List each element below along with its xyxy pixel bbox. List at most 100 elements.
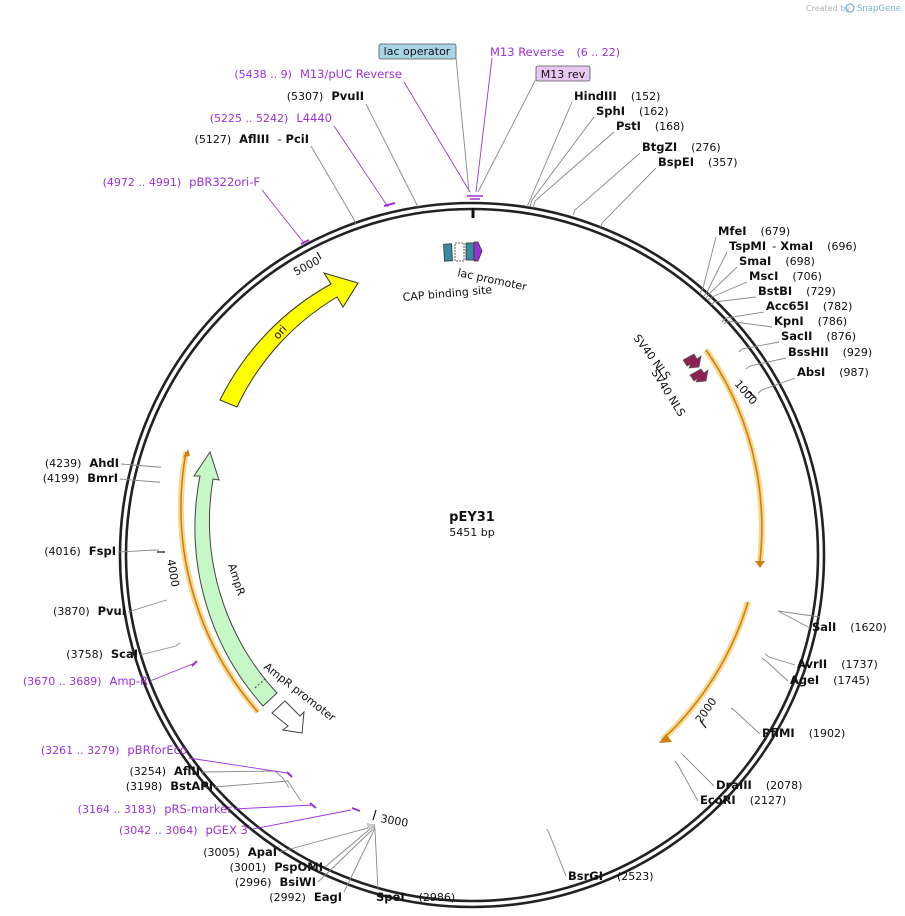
- plasmid-name: pEY31: [449, 510, 495, 525]
- primer-name: L4440: [296, 111, 332, 125]
- enzyme-site-bstbi[interactable]: BstBI(729): [758, 284, 836, 298]
- enzyme-site-hindiii[interactable]: HindIII(152): [574, 89, 660, 103]
- enzyme-site-bmri[interactable]: (4199)BmrI: [43, 471, 118, 485]
- enzyme-leader-draiii: [681, 753, 715, 787]
- primer-site-amp-r[interactable]: (3670 .. 3689)Amp-R: [23, 674, 148, 688]
- enzyme-site-apai[interactable]: (3005)ApaI: [203, 845, 277, 859]
- enzyme-name: BmrI: [87, 471, 118, 485]
- enzyme-name: KpnI: [774, 314, 804, 328]
- enzyme-site-eagi[interactable]: (2992)EagI: [269, 890, 342, 904]
- enzyme-site-smai[interactable]: SmaI(698): [739, 254, 815, 268]
- enzyme-leader-bstapi: [214, 780, 302, 802]
- orf-arc-3[interactable]: [180, 451, 259, 713]
- enzyme-site-psti[interactable]: PstI(168): [616, 119, 684, 133]
- enzyme-position: (3870): [53, 605, 90, 618]
- enzyme-site-pvuii[interactable]: (5307)PvuII: [287, 89, 364, 103]
- enzyme-site-btgzi[interactable]: BtgZI(276): [642, 140, 721, 154]
- enzyme-leader-agei: [761, 657, 789, 682]
- primer-site-prs-marker[interactable]: (3164 .. 3183)pRS-marker: [78, 802, 233, 816]
- enzyme-label-sphi: SphI(162): [596, 104, 669, 118]
- enzyme-name: AflIII: [239, 132, 269, 146]
- primer-mark-l4440: [383, 202, 396, 207]
- primer-leader-l4440: [333, 125, 389, 208]
- enzyme-site-afliii[interactable]: (5127)AflIII-PciI: [195, 132, 309, 146]
- m13-rev-label-box[interactable]: [535, 65, 591, 82]
- enzyme-position: (706): [792, 270, 822, 283]
- primer-site-pbrforeco[interactable]: (3261 .. 3279)pBRforEco: [41, 743, 187, 757]
- enzyme-site-sphi[interactable]: SphI(162): [596, 104, 669, 118]
- enzyme-position: (729): [806, 285, 836, 298]
- enzyme-site-pflmi[interactable]: PflMI(1902): [762, 726, 845, 740]
- enzyme-site-bspei[interactable]: BspEI(357): [658, 155, 738, 169]
- enzyme-leader-pflmi: [730, 707, 761, 735]
- enzyme-position: (4016): [44, 545, 81, 558]
- enzyme-site-pspomi[interactable]: (3001)PspOMI: [230, 860, 323, 874]
- enzyme-site-acc65i[interactable]: Acc65I(782): [766, 299, 852, 313]
- m13-rev-arrow[interactable]: [473, 241, 483, 262]
- primer-site-pgex-3[interactable]: (3042 .. 3064)pGEX 3': [119, 823, 251, 837]
- primer-range: (3164 .. 3183): [78, 803, 157, 816]
- enzyme-site-spei[interactable]: SpeI(2986): [376, 890, 455, 904]
- enzyme-site-msci[interactable]: MscI (706): [749, 269, 822, 283]
- ampr-promoter-arrow[interactable]: [271, 700, 305, 734]
- enzyme-site-pvui[interactable]: (3870)PvuI: [53, 604, 126, 618]
- orf-arc-2[interactable]: [661, 601, 749, 741]
- primer-mark-pbrforeco: [286, 771, 293, 778]
- enzyme-position: (3254): [129, 765, 166, 778]
- ori-arrow[interactable]: [219, 272, 359, 408]
- primer-label-pbr322ori-f: (4972 .. 4991)pBR322ori-F: [103, 175, 260, 189]
- enzyme-leader-smai: [705, 266, 738, 299]
- primer-site-l4440[interactable]: (5225 .. 5242)L4440: [210, 111, 332, 125]
- enzyme-site-sali[interactable]: SalI(1620): [812, 620, 887, 634]
- enzyme-site-bsrgi[interactable]: BsrGI(2523): [568, 869, 654, 883]
- enzyme-leader-ecori: [674, 760, 699, 802]
- primer-site-m13-puc-reverse[interactable]: (5438 .. 9)M13/pUC Reverse: [234, 67, 402, 81]
- enzyme-site-agei[interactable]: AgeI(1745): [790, 673, 870, 687]
- enzyme-label-bsiwi: (2996)BsiWI: [235, 875, 316, 889]
- enzyme-site-tspmi[interactable]: TspMI-XmaI(696): [729, 239, 857, 253]
- sv40-nls-arrow-2[interactable]: [689, 368, 709, 383]
- lac-promoter-box[interactable]: [454, 242, 465, 262]
- enzyme-site-aflii[interactable]: (3254)AflII: [129, 764, 200, 778]
- enzyme-site-absi[interactable]: AbsI(987): [797, 365, 869, 379]
- ori-feature[interactable]: ori: [219, 272, 359, 408]
- enzyme-site-ecori[interactable]: EcoRI(2127): [700, 793, 786, 807]
- enzyme-site-scai[interactable]: (3758)ScaI: [66, 647, 138, 661]
- enzyme-label-mfei: MfeI(679): [718, 224, 790, 238]
- enzyme-site-ahdi[interactable]: (4239)AhdI: [45, 456, 119, 470]
- enzyme-site-sacii[interactable]: SacII(876): [781, 329, 856, 343]
- enzyme-position: (679): [761, 225, 791, 238]
- enzyme-site-mfei[interactable]: MfeI(679): [718, 224, 790, 238]
- enzyme-site-draiii[interactable]: DraIII(2078): [716, 778, 802, 792]
- enzyme-site-bstapi[interactable]: (3198)BstAPI: [126, 779, 213, 793]
- sv40-nls-features[interactable]: SV40 NLS SV40 NLS: [631, 332, 709, 419]
- lac-operator-box[interactable]: [465, 242, 475, 261]
- enzyme-name: MscI: [749, 269, 778, 283]
- sv40-nls-arrow-1[interactable]: [682, 353, 702, 369]
- orf-arc-1[interactable]: [705, 349, 763, 562]
- enzyme-name: SmaI: [739, 254, 771, 268]
- enzyme-site-avrii[interactable]: AvrII(1737): [797, 657, 878, 671]
- enzyme-site-bsiwi[interactable]: (2996)BsiWI: [235, 875, 316, 889]
- cap-binding-site-box[interactable]: [443, 243, 453, 262]
- primer-label-m13-reverse: M13 Reverse(6 .. 22): [490, 45, 620, 59]
- enzyme-position: (987): [839, 366, 869, 379]
- lac-operator-label-box[interactable]: [378, 43, 457, 60]
- primer-marks: [191, 202, 396, 812]
- enzyme-leader-hindiii: [526, 101, 573, 208]
- enzyme-site-bsshii[interactable]: BssHII(929): [788, 345, 872, 359]
- primer-site-m13-reverse[interactable]: M13 Reverse(6 .. 22): [490, 45, 620, 59]
- enzyme-leader-kpni: [723, 320, 773, 328]
- primer-site-pbr322ori-f[interactable]: (4972 .. 4991)pBR322ori-F: [103, 175, 260, 189]
- enzyme-leader-absi: [757, 377, 796, 394]
- enzyme-position: (162): [639, 105, 669, 118]
- ampr-arrow[interactable]: [193, 450, 278, 707]
- enzyme-site-kpni[interactable]: KpnI(786): [774, 314, 847, 328]
- cap-binding-site-label: CAP binding site: [402, 283, 493, 304]
- m13-rev-label: M13 rev: [541, 68, 586, 81]
- enzyme-site-fspi[interactable]: (4016)FspI: [44, 544, 116, 558]
- primer-label-l4440: (5225 .. 5242)L4440: [210, 111, 332, 125]
- ampr-feature[interactable]: AmpR AmpR promoter: [193, 450, 338, 734]
- enzyme-label-msci: MscI (706): [749, 269, 822, 283]
- enzyme-position: (929): [843, 346, 873, 359]
